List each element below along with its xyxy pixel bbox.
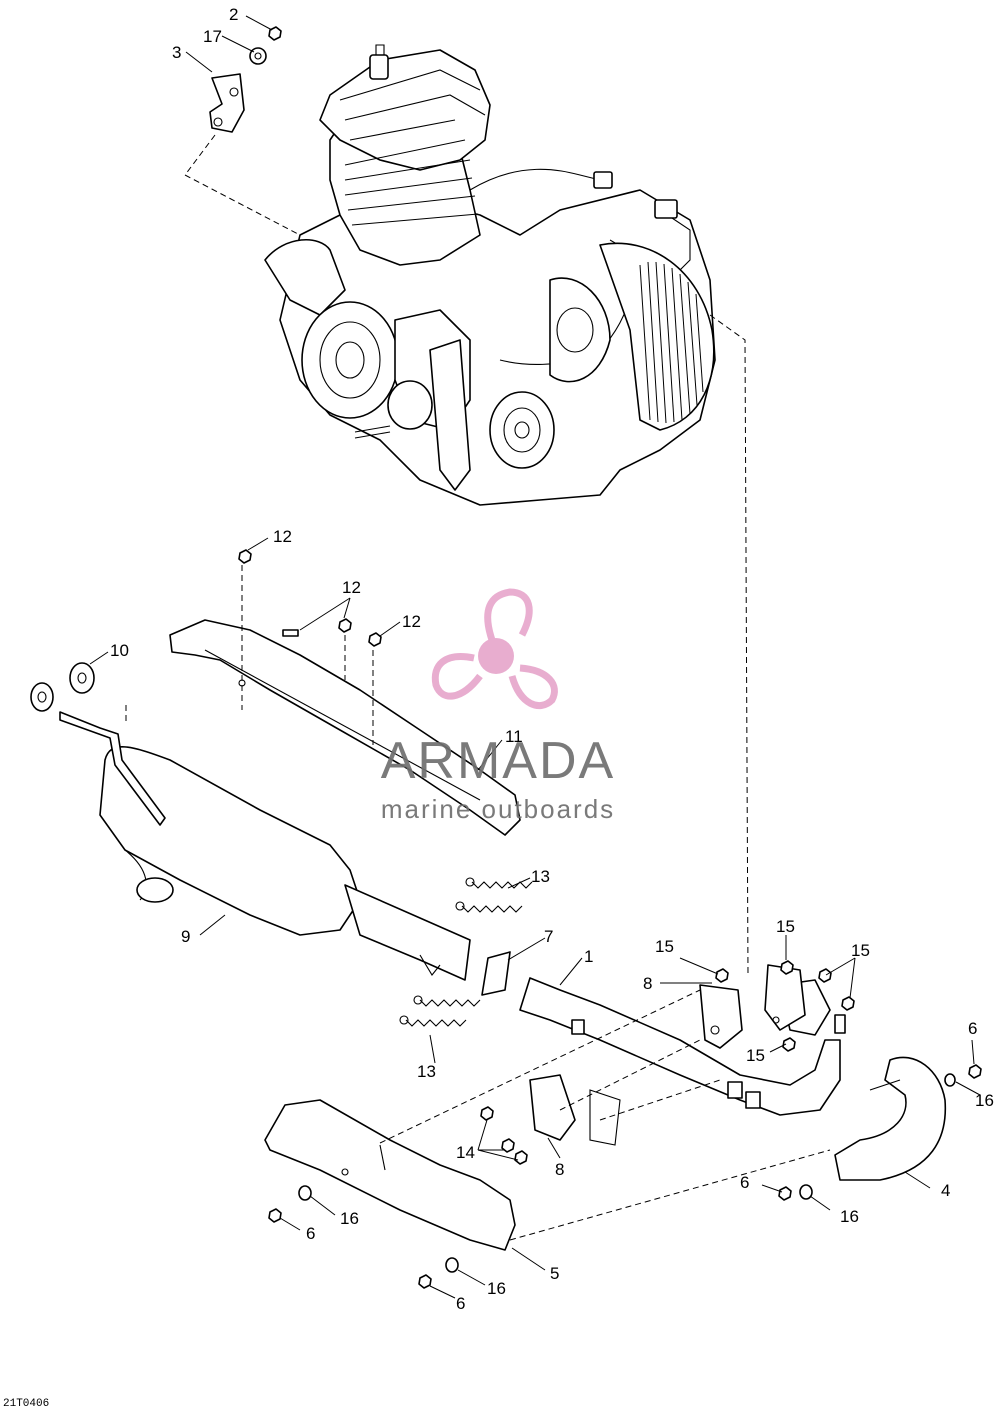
callout-6: 6 [306,1224,315,1243]
callout-6: 6 [456,1294,465,1313]
shield-screw [418,1274,432,1289]
rubber-mount [69,662,95,694]
bracket-bolt [514,1150,528,1165]
shield-screw [282,629,299,637]
callout-15: 15 [776,917,795,936]
callout-labels: 2 17 3 12 12 12 10 11 13 7 1 9 13 8 15 1… [110,5,994,1313]
callout-13: 13 [531,867,550,886]
callout-16: 16 [340,1209,359,1228]
shield-washer [298,1185,312,1201]
flange-nut [782,1037,796,1052]
exhaust-seal [481,951,511,996]
spring [455,901,523,913]
callout-7: 7 [544,927,553,946]
flange-nut [841,996,855,1011]
callout-16: 16 [840,1207,859,1226]
spring [465,877,533,889]
exhaust-flange [764,964,806,1031]
spring [399,1015,467,1027]
callout-12: 12 [402,612,421,631]
shield-screw [268,1208,282,1223]
watermark-brand: ARMADA [381,732,615,790]
assembly-lines [125,134,831,1241]
callout-12: 12 [342,578,361,597]
watermark: ARMADA marine outboards [381,588,615,824]
flange-nut [715,968,729,983]
callout-16: 16 [487,1279,506,1298]
manifold-washer [944,1073,956,1087]
flange-nut [780,960,794,975]
bracket-bolt [480,1106,494,1121]
callout-5: 5 [550,1264,559,1283]
callout-15: 15 [746,1046,765,1065]
callout-8: 8 [643,974,652,993]
rubber-mount [30,682,54,712]
manifold-screw [778,1186,792,1201]
callout-16: 16 [975,1091,994,1110]
engine-mount-bracket [209,73,245,133]
engine-assembly [264,44,716,506]
manifold-screw [968,1064,982,1079]
callout-1: 1 [584,947,593,966]
propeller-logo [431,588,558,710]
callout-6: 6 [740,1173,749,1192]
callout-15: 15 [851,941,870,960]
manifold-washer [799,1184,813,1200]
callout-9: 9 [181,927,190,946]
exhaust-bracket [529,1074,621,1146]
bracket-nut [268,26,282,41]
callout-14: 14 [456,1143,475,1162]
callout-11: 11 [505,727,523,746]
shield-nut [368,632,382,647]
muffler-heat-shield [169,619,521,836]
callout-13: 13 [417,1062,436,1081]
callout-2: 2 [229,5,238,24]
drawing-code: 21T0406 [3,1398,49,1410]
callout-3: 3 [172,43,181,62]
callout-12: 12 [273,527,292,546]
exhaust-manifold [834,1056,947,1181]
callout-10: 10 [110,641,129,660]
bracket-washer [249,47,267,65]
callout-4: 4 [941,1181,950,1200]
callout-8: 8 [555,1160,564,1179]
shield-nut [238,549,252,564]
flange-nut [818,968,832,983]
lower-heat-shield [264,1099,516,1251]
muffler [59,711,471,981]
shield-washer [445,1257,459,1273]
watermark-tagline: marine outboards [381,794,615,824]
spring [413,995,481,1007]
callout-15: 15 [655,937,674,956]
shield-nut [338,618,352,633]
exhaust-bracket [699,984,743,1049]
callout-17: 17 [203,27,222,46]
leader-lines [89,15,981,1299]
bracket-bolt [501,1138,515,1153]
callout-6: 6 [968,1019,977,1038]
